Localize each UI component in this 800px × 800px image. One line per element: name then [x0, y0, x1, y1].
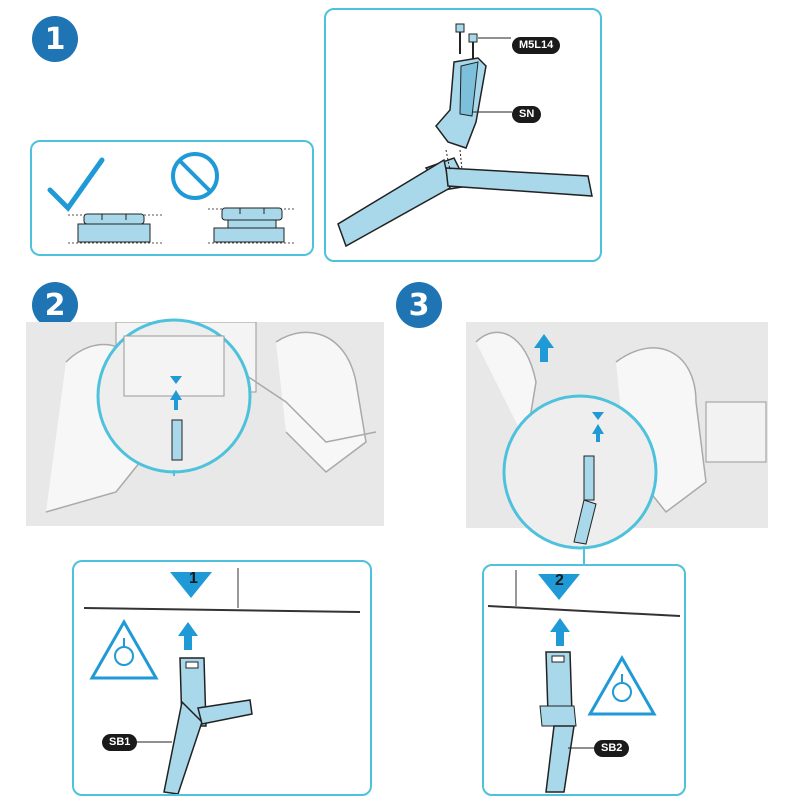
stand-base-1-illustration [83, 568, 361, 794]
stand-base-1-label: SB1 [102, 734, 138, 751]
stand-base-2-illustration [487, 570, 681, 793]
check-icon [47, 157, 105, 212]
screw-label: M5L14 [512, 37, 561, 54]
stand-assembly-panel: M5L14 SN [324, 8, 602, 262]
step-2-magnifier [96, 318, 252, 476]
stand-base-2-label: SB2 [594, 740, 630, 757]
step-3-magnifier [502, 394, 658, 550]
screw-incorrect [208, 207, 294, 244]
marker-1-label: 1 [189, 570, 198, 587]
step-3-detail-panel: 2 SB2 [482, 564, 686, 796]
marker-2-triangle [538, 574, 580, 600]
screw-correct [68, 213, 162, 244]
up-arrow-icon [178, 622, 198, 636]
prohibited-icon [171, 152, 219, 200]
step-2-badge: 2 [32, 282, 78, 328]
pinch-caution-icon [89, 618, 159, 680]
step-2-people-illustration [26, 322, 384, 526]
step-1-badge: 1 [32, 16, 78, 62]
stand-neck-label: SN [512, 106, 542, 123]
up-arrow-icon [550, 618, 570, 632]
step-2-detail-panel: 1 SB1 [72, 560, 372, 796]
step-3-badge: 3 [396, 282, 442, 328]
marker-1-triangle [170, 572, 212, 598]
stand-base-part [337, 149, 593, 248]
marker-2-label: 2 [555, 572, 564, 589]
pinch-caution-icon [587, 654, 657, 716]
screw-icon [455, 23, 511, 64]
stand-neck-part [435, 57, 512, 149]
stand-assembly-illustration [337, 23, 593, 248]
screw-check-panel [30, 140, 314, 256]
screw-check-illustration [47, 152, 294, 244]
step-3-connector [583, 546, 585, 566]
step-2-scene [26, 322, 384, 526]
